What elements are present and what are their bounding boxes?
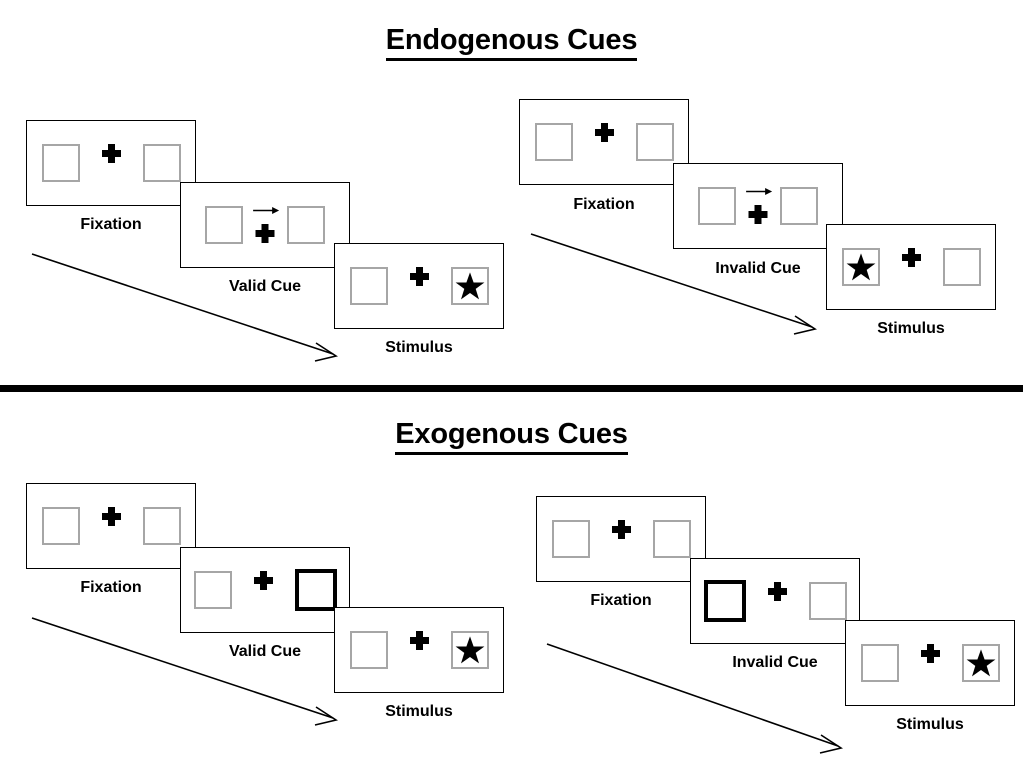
center-cluster (102, 507, 121, 545)
caption-endogenous-invalid-stimulus: Stimulus (877, 320, 945, 337)
panel-exogenous-valid-stimulus (334, 607, 504, 693)
panel-endogenous-invalid-cue (673, 163, 843, 249)
fixation-cross-icon (254, 590, 273, 609)
right-box (652, 520, 691, 558)
star-icon (455, 636, 484, 664)
fixation-cross-icon (921, 663, 940, 682)
center-cluster (102, 144, 121, 182)
fixation-cross-icon (612, 539, 631, 558)
right-box (287, 206, 325, 244)
panel-endogenous-invalid-stimulus (826, 224, 996, 310)
section-title-endogenous: Endogenous Cues (0, 24, 1023, 61)
panel-exogenous-invalid-stimulus (845, 620, 1015, 706)
panel-endogenous-valid-fixation (26, 120, 196, 206)
panel-exogenous-valid-cue (180, 547, 350, 633)
fixation-cross-icon (902, 267, 921, 286)
fixation-cross-icon (102, 526, 121, 545)
left-box (205, 206, 243, 244)
right-arrow-icon (746, 188, 773, 195)
panel-endogenous-invalid-fixation (519, 99, 689, 185)
star-icon (966, 649, 995, 677)
panel-exogenous-invalid-cue (690, 558, 860, 644)
caption-endogenous-valid-cue: Valid Cue (228, 278, 302, 295)
left-box (349, 631, 388, 669)
center-cluster (410, 631, 429, 669)
caption-exogenous-valid-cue: Valid Cue (228, 643, 302, 660)
right-box (142, 144, 181, 182)
center-cluster (254, 571, 273, 609)
caption-endogenous-invalid-cue: Invalid Cue (715, 260, 801, 277)
center-cluster (768, 582, 787, 620)
center-cluster (612, 520, 631, 558)
section-title-exogenous: Exogenous Cues (0, 418, 1023, 455)
fixation-cross-icon (748, 205, 768, 224)
fixation-cross-icon (410, 650, 429, 669)
right-box (961, 644, 1000, 682)
right-box (142, 507, 181, 545)
fixation-cross-icon (595, 142, 614, 161)
caption-exogenous-invalid-fixation: Fixation (590, 592, 652, 609)
star-icon (846, 253, 875, 281)
right-box-cued (294, 569, 337, 611)
right-box (635, 123, 674, 161)
panel-exogenous-valid-fixation (26, 483, 196, 569)
right-box (450, 267, 489, 305)
panel-endogenous-valid-cue (180, 182, 350, 268)
section-title-endogenous-text: Endogenous Cues (385, 24, 637, 61)
right-box (942, 248, 981, 286)
caption-endogenous-invalid-fixation: Fixation (573, 196, 635, 213)
center-cluster (902, 248, 921, 286)
left-box-cued (703, 580, 746, 622)
center-cluster (921, 644, 940, 682)
right-arrow-icon (253, 207, 280, 214)
center-cluster (595, 123, 614, 161)
left-box (534, 123, 573, 161)
caption-endogenous-valid-fixation: Fixation (80, 216, 142, 233)
left-box (698, 187, 736, 225)
fixation-cross-icon (255, 224, 275, 243)
center-cluster (410, 267, 429, 305)
caption-exogenous-valid-fixation: Fixation (80, 579, 142, 596)
caption-exogenous-invalid-stimulus: Stimulus (896, 716, 964, 733)
left-box (551, 520, 590, 558)
section-title-exogenous-text: Exogenous Cues (395, 418, 628, 455)
panel-endogenous-valid-stimulus (334, 243, 504, 329)
right-box (780, 187, 818, 225)
fixation-cross-icon (768, 601, 787, 620)
right-box (450, 631, 489, 669)
caption-exogenous-invalid-cue: Invalid Cue (732, 654, 818, 671)
left-box (193, 571, 232, 609)
fixation-cross-icon (102, 163, 121, 182)
left-box (841, 248, 880, 286)
star-icon (455, 272, 484, 300)
section-divider (0, 385, 1023, 392)
left-box (41, 507, 80, 545)
left-box (41, 144, 80, 182)
left-box (349, 267, 388, 305)
fixation-cross-icon (410, 286, 429, 305)
caption-exogenous-valid-stimulus: Stimulus (385, 703, 453, 720)
panel-exogenous-invalid-fixation (536, 496, 706, 582)
right-box (808, 582, 847, 620)
left-box (860, 644, 899, 682)
caption-endogenous-valid-stimulus: Stimulus (385, 339, 453, 356)
